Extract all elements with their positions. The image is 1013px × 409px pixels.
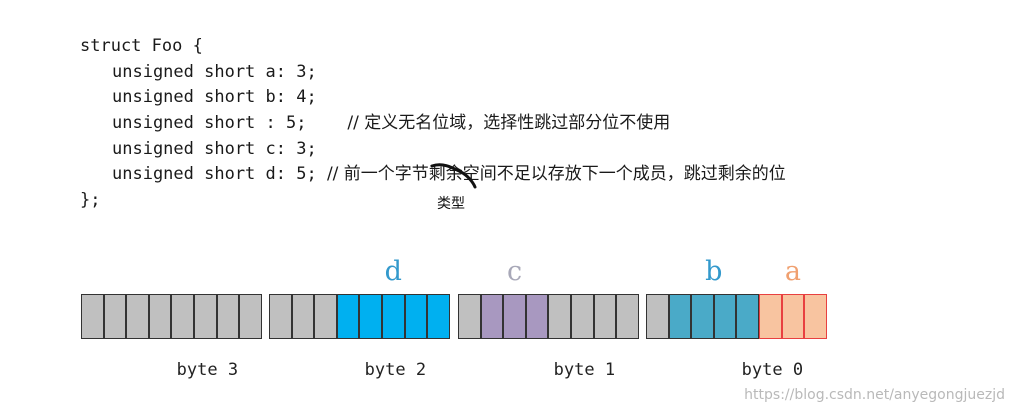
bit-cell-gray: [171, 294, 194, 339]
byte-label: byte 1: [553, 360, 616, 380]
bit-cell-gray: [593, 294, 617, 339]
bit-cell-gray: [314, 294, 337, 339]
code-line: unsigned short b: 4;: [80, 85, 786, 111]
bit-cell-b: [736, 294, 759, 339]
code-text: };: [80, 190, 101, 211]
bit-cell-gray: [269, 294, 292, 339]
code-line: struct Foo {: [80, 34, 786, 60]
bit-cell-gray: [103, 294, 127, 339]
bit-cell-gray: [616, 294, 639, 339]
bit-cell-gray: [81, 294, 104, 339]
field-label-c: c: [506, 256, 523, 287]
bit-cell-b: [691, 294, 714, 339]
struct-code-block: struct Foo { unsigned short a: 3; unsigned…: [80, 34, 786, 214]
code-text: unsigned short b: 4;: [112, 87, 317, 108]
bit-cell-a: [781, 294, 805, 339]
byte-label: byte 2: [364, 360, 427, 380]
code-line: unsigned short : 5; // 定义无名位域，选择性跳过部分位不使…: [80, 111, 786, 137]
code-line: unsigned short c: 3;: [80, 137, 786, 163]
bit-cell-gray: [548, 294, 571, 339]
bit-cell-c: [503, 294, 526, 339]
code-text: unsigned short : 5;: [112, 113, 348, 134]
bit-cell-a: [804, 294, 827, 339]
code-text: unsigned short d: 5;: [112, 164, 327, 185]
bit-cell-gray: [646, 294, 669, 339]
bit-cell-gray: [194, 294, 217, 339]
bit-cell-c: [480, 294, 504, 339]
bit-cell-d: [382, 294, 405, 339]
byte-label: byte 3: [176, 360, 239, 380]
field-label-b: b: [705, 256, 723, 287]
bit-cell-gray: [571, 294, 594, 339]
bit-cell-c: [525, 294, 549, 339]
bit-cell-gray: [126, 294, 149, 339]
bit-cell-gray: [291, 294, 315, 339]
annotation-type-label: 类型: [437, 196, 465, 212]
code-comment: // 定义无名位域，选择性跳过部分位不使用: [347, 113, 671, 134]
bit-cell-gray: [239, 294, 262, 339]
bit-cell-d: [404, 294, 428, 339]
code-line: unsigned short a: 3;: [80, 60, 786, 86]
watermark-url: https://blog.csdn.net/anyegongjuezjd: [744, 387, 1005, 403]
code-text: struct Foo {: [80, 36, 203, 56]
code-text: unsigned short a: 3;: [112, 61, 317, 82]
bit-cell-b: [668, 294, 692, 339]
field-label-a: a: [784, 256, 801, 287]
bit-cell-gray: [216, 294, 240, 339]
bit-cell-gray: [458, 294, 481, 339]
bit-cell-d: [336, 294, 360, 339]
bit-cell-a: [759, 294, 782, 339]
code-text: unsigned short c: 3;: [112, 138, 317, 159]
field-label-d: d: [384, 256, 402, 287]
bit-cell-d: [359, 294, 382, 339]
bit-cell-b: [713, 294, 737, 339]
bit-cell-gray: [148, 294, 172, 339]
code-comment: // 前一个字节剩余空间不足以存放下一个成员，跳过剩余的位: [326, 164, 786, 185]
ink-strike-mark: [430, 163, 477, 189]
byte-label: byte 0: [741, 360, 804, 380]
bit-cell-d: [427, 294, 450, 339]
code-line: };: [80, 188, 786, 214]
